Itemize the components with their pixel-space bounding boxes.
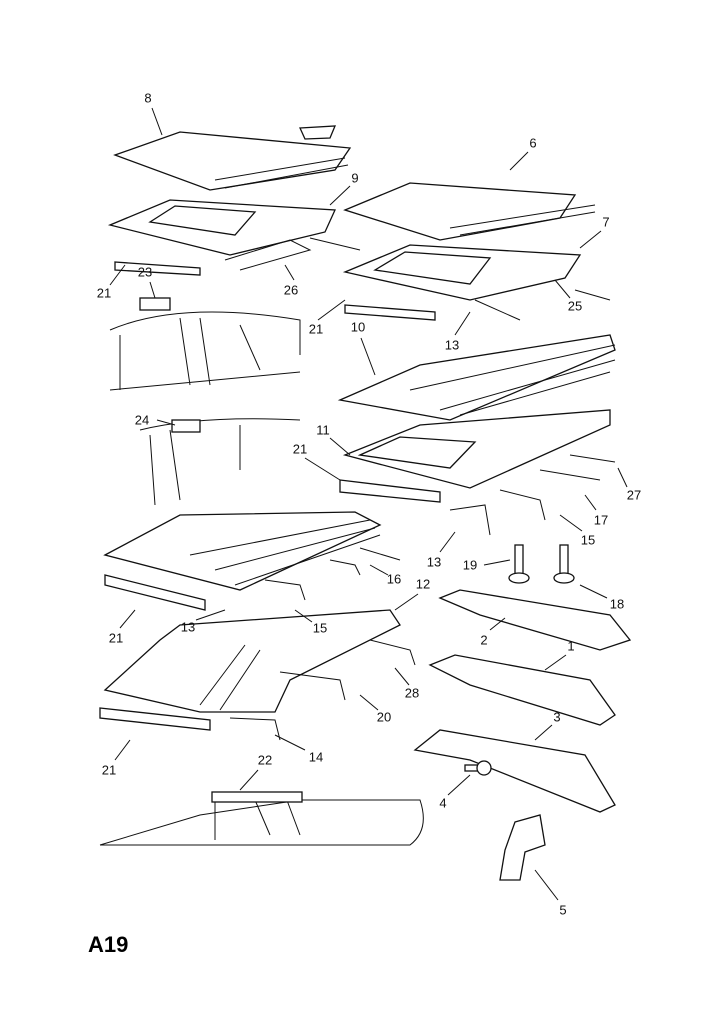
callout-27: 27 (626, 487, 642, 503)
sunroof-panel-9 (107, 199, 361, 276)
callout-26: 26 (283, 282, 299, 298)
roof-panel-6 (343, 182, 596, 241)
car-side-view-23 (109, 297, 301, 391)
callout-12: 12 (415, 576, 431, 592)
callout-3: 3 (553, 709, 561, 725)
callout-21: 21 (101, 762, 117, 778)
page-code: A19 (88, 932, 129, 957)
callout-7: 7 (602, 214, 610, 230)
roof-panel-10 (337, 334, 616, 421)
sunroof-panel-11 (339, 409, 616, 536)
callout-13: 13 (444, 337, 460, 353)
callout-21: 21 (108, 630, 124, 646)
callout-22: 22 (257, 752, 273, 768)
callout-15: 15 (312, 620, 328, 636)
callout-5: 5 (559, 902, 567, 918)
callout-25: 25 (567, 298, 583, 314)
callout-17: 17 (593, 512, 609, 528)
callout-14: 14 (308, 749, 324, 765)
callout-28: 28 (404, 685, 420, 701)
callout-20: 20 (376, 709, 392, 725)
roof-panel-wagon (103, 511, 401, 611)
callout-21: 21 (96, 285, 112, 301)
cross-member-1 (428, 654, 616, 726)
callout-13: 13 (426, 554, 442, 570)
callout-13: 13 (180, 619, 196, 635)
callout-9: 9 (351, 170, 359, 186)
callout-16: 16 (386, 571, 402, 587)
callout-2: 2 (480, 632, 488, 648)
callout-8: 8 (144, 90, 152, 106)
sunroof-panel-7 (342, 244, 611, 321)
leader-lines (109, 107, 628, 901)
cross-member-3 (413, 729, 616, 813)
callout-23: 23 (137, 264, 153, 280)
bracket-5 (499, 814, 546, 881)
callout-24: 24 (134, 412, 150, 428)
callout-4: 4 (439, 795, 447, 811)
callout-19: 19 (462, 557, 478, 573)
roof-panel-8 (113, 125, 352, 191)
callout-21: 21 (292, 441, 308, 457)
callout-11: 11 (316, 422, 330, 438)
callout-10: 10 (350, 319, 366, 335)
callout-21: 21 (308, 321, 324, 337)
car-side-view-24 (139, 418, 301, 506)
callout-6: 6 (529, 135, 537, 151)
callout-18: 18 (609, 596, 625, 612)
rivet-4 (464, 760, 492, 776)
cross-member-2 (438, 589, 632, 651)
callout-15: 15 (580, 532, 596, 548)
bolts-19-18 (508, 544, 575, 584)
convertible-car-22 (99, 791, 424, 846)
callout-1: 1 (567, 638, 575, 654)
roof-panel-12 (99, 609, 416, 741)
